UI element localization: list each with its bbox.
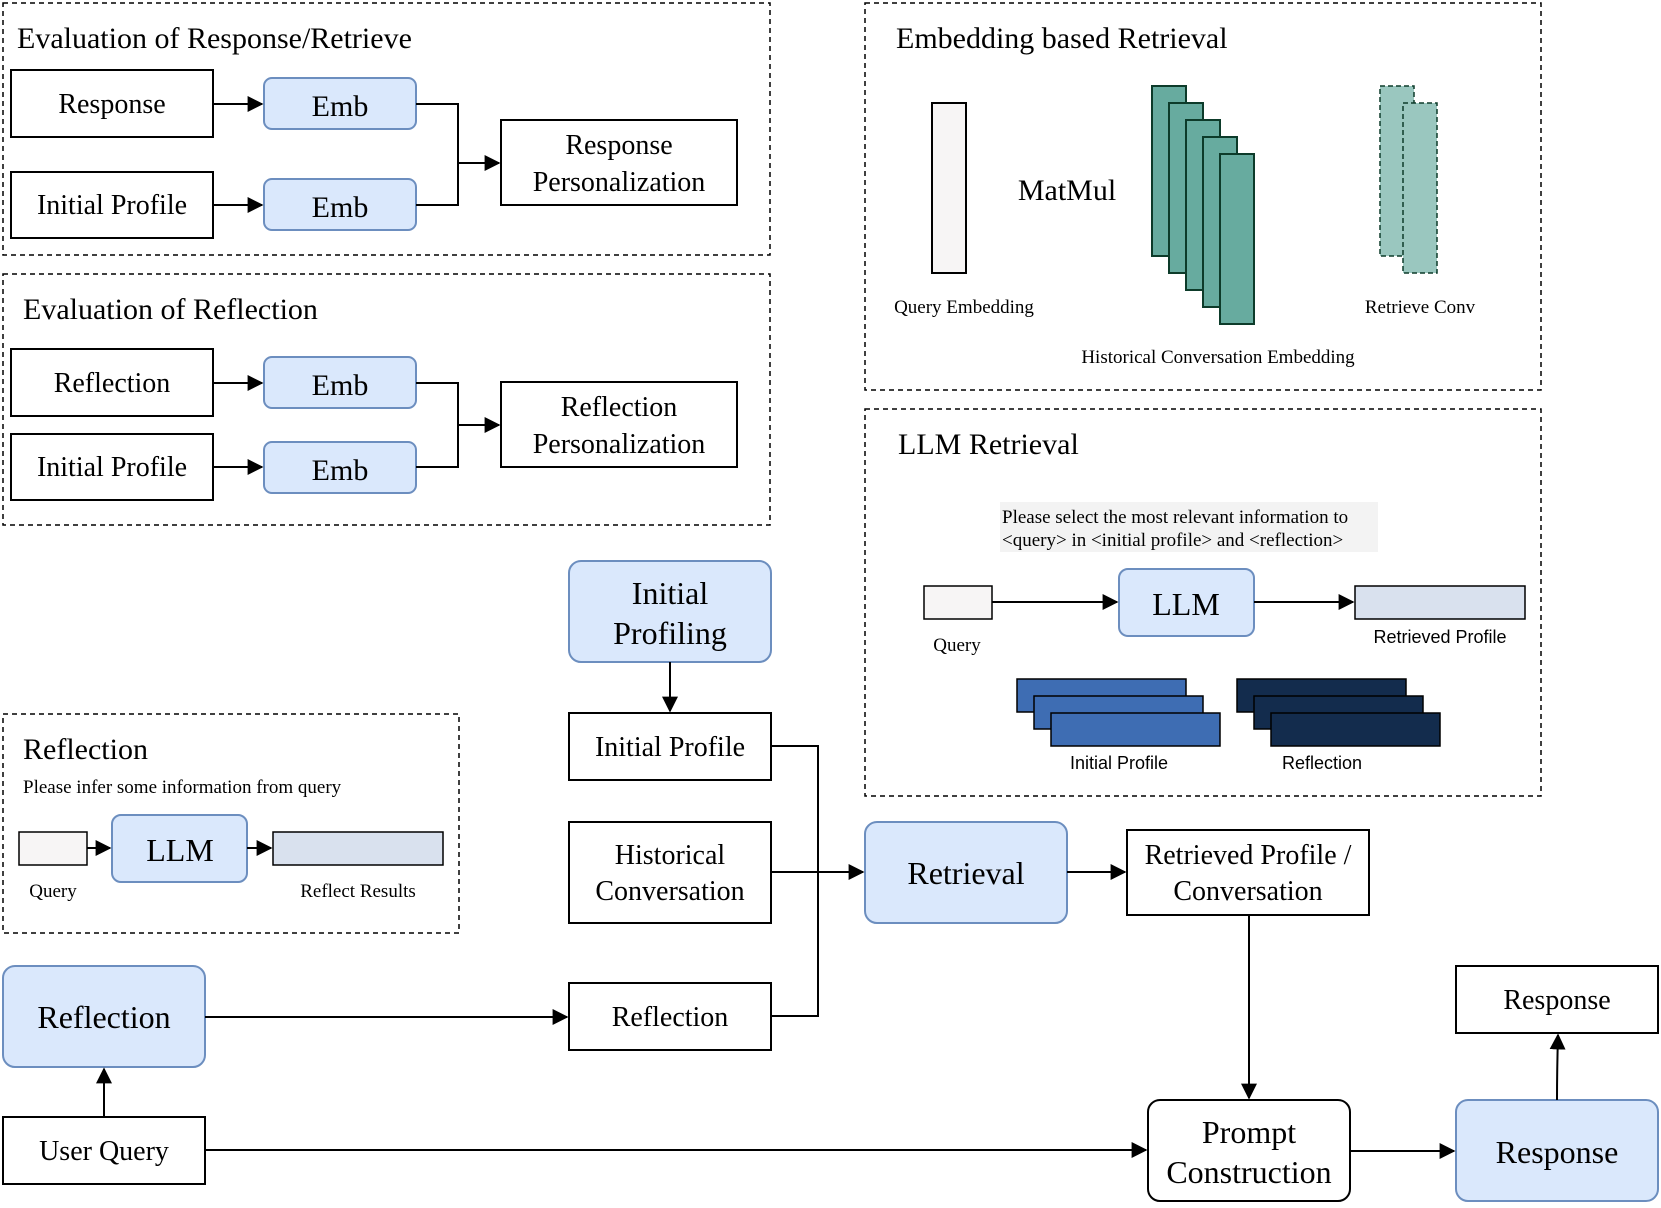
- eval-reflection-personalization-line2: Personalization: [533, 429, 706, 460]
- embedding-retrieval-panel: Embedding based Retrieval Query Embeddin…: [864, 2, 1542, 391]
- user-query-node: [2, 1116, 206, 1185]
- eval-response-frame: [2, 2, 771, 256]
- reflection-panel-query-label: Query: [29, 881, 77, 902]
- retrieve-conv-label: Retrieve Conv: [1365, 297, 1476, 318]
- response-output-node: [1455, 965, 1659, 1034]
- eval-initial-profile-box: [10, 171, 214, 239]
- eval-emb-label-1: Emb: [312, 90, 369, 123]
- llm-retrieval-title: LLM Retrieval: [898, 428, 1079, 461]
- llm-retrieval-reflection-label: Reflection: [1282, 753, 1362, 773]
- eval-response-title: Evaluation of Response/Retrieve: [17, 22, 412, 55]
- eval-response-personalization-line2: Personalization: [533, 167, 706, 198]
- llm-retrieval-llm-label: LLM: [1152, 586, 1220, 622]
- retrieved-profile-line1: Retrieved Profile /: [1145, 840, 1352, 871]
- reflection-panel-query-box: [18, 831, 88, 866]
- reflection-node-label: Reflection: [612, 1002, 729, 1033]
- llm-retrieval-result-bar: [1354, 585, 1526, 620]
- reflection-node: [568, 982, 772, 1051]
- reflection-panel-subtitle: Please infer some information from query: [23, 777, 342, 798]
- llm-retrieval-query-box: [923, 585, 993, 620]
- eval-reflection-personalization-line1: Reflection: [561, 392, 678, 423]
- reflection-panel-frame: [2, 713, 460, 934]
- eval-reflection-initial-profile-label: Initial Profile: [37, 452, 187, 483]
- eval-response-personalization-box: [500, 119, 738, 206]
- reflection-panel-llm-label: LLM: [146, 832, 214, 868]
- query-embedding-label: Query Embedding: [894, 297, 1034, 318]
- initial-profile-card: [1050, 712, 1221, 747]
- eval-reflection-frame: [2, 273, 771, 526]
- query-embedding-bar: [931, 102, 967, 274]
- embedding-retrieval-title: Embedding based Retrieval: [896, 22, 1228, 55]
- embedding-retrieval-frame: [864, 2, 1542, 391]
- retrieve-conv-stack: [1379, 85, 1438, 274]
- historical-conversation-line2: Conversation: [595, 876, 744, 907]
- eval-reflection-title: Evaluation of Reflection: [23, 293, 318, 326]
- llm-retrieval-initial-profile-label: Initial Profile: [1070, 753, 1168, 773]
- retrieved-profile-node: [1126, 829, 1370, 916]
- reflection-stack: [1236, 678, 1441, 747]
- eval-reflection-emb-label-1: Emb: [312, 369, 369, 402]
- reflection-panel-title: Reflection: [23, 733, 148, 766]
- reflection-panel: Reflection Please infer some information…: [2, 713, 460, 934]
- prompt-construction-line2: Construction: [1166, 1154, 1331, 1190]
- eval-reflection-panel: Evaluation of Reflection Reflection Init…: [2, 273, 771, 526]
- connector-emb-merge: [416, 103, 459, 206]
- eval-emb-label-2: Emb: [312, 191, 369, 224]
- initial-profiling-line2: Profiling: [613, 615, 727, 651]
- llm-retrieval-prompt-line2: <query> in <initial profile> and <reflec…: [1002, 530, 1343, 551]
- connector-inputs-merge: [771, 745, 819, 1017]
- reflection-card: [1270, 712, 1441, 747]
- eval-reflection-label: Reflection: [54, 368, 171, 399]
- main-flow: Initial Profiling Initial Profile Histor…: [2, 560, 1659, 1202]
- llm-retrieval-result-label: Retrieved Profile: [1373, 627, 1506, 647]
- llm-retrieval-prompt-bg: [1000, 502, 1378, 552]
- eval-reflection-personalization-box: [500, 381, 738, 468]
- llm-retrieval-query-label: Query: [933, 635, 981, 656]
- eval-reflection-emb-label-2: Emb: [312, 454, 369, 487]
- historical-embedding-stack: [1151, 85, 1255, 325]
- retrieval-process-label: Retrieval: [907, 855, 1024, 891]
- matmul-label: MatMul: [1018, 174, 1116, 207]
- reflection-panel-result-label: Reflect Results: [300, 881, 416, 902]
- arrow-response-to-output: [1549, 1033, 1566, 1101]
- initial-profile-stack: [1016, 678, 1221, 747]
- eval-response-box: [10, 69, 214, 138]
- llm-retrieval-panel: LLM Retrieval Please select the most rel…: [864, 408, 1542, 797]
- retrieved-profile-line2: Conversation: [1173, 876, 1322, 907]
- eval-response-panel: Evaluation of Response/Retrieve Response…: [2, 2, 771, 256]
- user-query-label: User Query: [39, 1136, 169, 1167]
- historical-embedding-bar: [1219, 153, 1255, 325]
- eval-response-label: Response: [58, 89, 165, 120]
- eval-response-personalization-line1: Response: [565, 130, 672, 161]
- llm-retrieval-prompt-line1: Please select the most relevant informat…: [1002, 507, 1348, 528]
- initial-profile-node: [568, 712, 772, 781]
- prompt-construction-line1: Prompt: [1202, 1114, 1296, 1150]
- eval-reflection-box: [10, 348, 214, 417]
- response-output-label: Response: [1503, 985, 1610, 1016]
- reflection-panel-result-bar: [272, 831, 444, 866]
- historical-embedding-label: Historical Conversation Embedding: [1081, 347, 1355, 368]
- connector-reflection-emb-merge: [416, 382, 459, 468]
- reflection-process-label: Reflection: [37, 999, 170, 1035]
- eval-initial-profile-label: Initial Profile: [37, 190, 187, 221]
- response-process-label: Response: [1496, 1134, 1619, 1170]
- eval-reflection-initial-profile-box: [10, 433, 214, 501]
- historical-conversation-line1: Historical: [615, 840, 726, 871]
- initial-profiling-line1: Initial: [632, 575, 709, 611]
- retrieve-conv-bar: [1402, 102, 1438, 274]
- historical-conversation-node: [568, 821, 772, 924]
- llm-retrieval-frame: [864, 408, 1542, 797]
- initial-profile-node-label: Initial Profile: [595, 732, 745, 763]
